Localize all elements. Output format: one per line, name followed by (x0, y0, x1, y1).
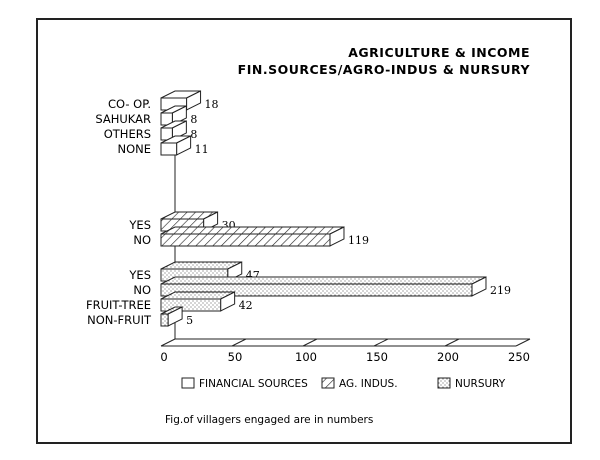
category-label: FRUIT-TREE (86, 298, 151, 312)
x-axis-tick-line (302, 338, 318, 347)
x-axis-tick-line (515, 338, 531, 347)
x-tick-100: 100 (295, 350, 317, 364)
chart-note: Fig.of villagers engaged are in numbers (165, 414, 373, 426)
category-label: NONE (117, 142, 151, 156)
legend-item-1: AG. INDUS. (321, 377, 398, 390)
category-label: YES (128, 218, 151, 232)
legend-item-0: FINANCIAL SOURCES (181, 377, 308, 390)
category-labels: CO- OP.SAHUKAROTHERSNONEYESNOYESNOFRUIT-… (86, 97, 152, 327)
data-label: 42 (239, 299, 253, 312)
bar-front-face (160, 313, 169, 327)
bar-front-face (160, 233, 331, 247)
x-axis-tick-line (231, 338, 247, 347)
x-tick-150: 150 (366, 350, 388, 364)
legend-item-2: NURSURY (437, 377, 506, 390)
data-label: 119 (348, 234, 369, 247)
legend-swatch (181, 377, 195, 389)
x-tick-50: 50 (228, 350, 243, 364)
data-label: 8 (190, 113, 197, 126)
chart-title-line-1: AGRICULTURE & INCOME (348, 45, 530, 60)
legend-label: NURSURY (455, 378, 506, 390)
x-tick-0: 0 (160, 350, 167, 364)
bar-nursury-1 (160, 276, 487, 297)
legend-label: AG. INDUS. (339, 378, 398, 390)
data-label: 5 (186, 314, 193, 327)
bar-front-face (160, 283, 473, 297)
legend-swatch (321, 377, 335, 389)
category-label: OTHERS (104, 127, 151, 141)
category-label: SAHUKAR (95, 112, 151, 126)
x-tick-250: 250 (508, 350, 530, 364)
category-label: NON-FRUIT (87, 313, 152, 327)
chart-title-line-2: FIN.SOURCES/AGRO-INDUS & NURSURY (238, 62, 531, 77)
legend-label: FINANCIAL SOURCES (199, 378, 308, 390)
category-label: NO (133, 283, 151, 297)
x-axis-tick-line (444, 338, 460, 347)
data-label: 11 (195, 143, 209, 156)
x-tick-200: 200 (437, 350, 459, 364)
legend-swatch (437, 377, 451, 389)
category-label: YES (128, 268, 151, 282)
data-label: 219 (490, 284, 511, 297)
legend: FINANCIAL SOURCES AG. INDUS. NURSURY (181, 377, 506, 390)
chart-frame (36, 18, 572, 444)
bar-nursury-3 (160, 306, 183, 327)
bar-financial-sources-1 (160, 105, 187, 126)
bar-ag-indus--1 (160, 226, 345, 247)
data-label: 18 (205, 98, 219, 111)
category-label: CO- OP. (108, 97, 151, 111)
x-axis-tick-line (160, 338, 176, 347)
bar-front-face (160, 142, 178, 156)
chart-title: AGRICULTURE & INCOME FIN.SOURCES/AGRO-IN… (238, 45, 531, 77)
x-axis-tick-line (373, 338, 389, 347)
data-label: 8 (190, 128, 197, 141)
category-label: NO (133, 233, 151, 247)
bar-financial-sources-3 (160, 135, 192, 156)
